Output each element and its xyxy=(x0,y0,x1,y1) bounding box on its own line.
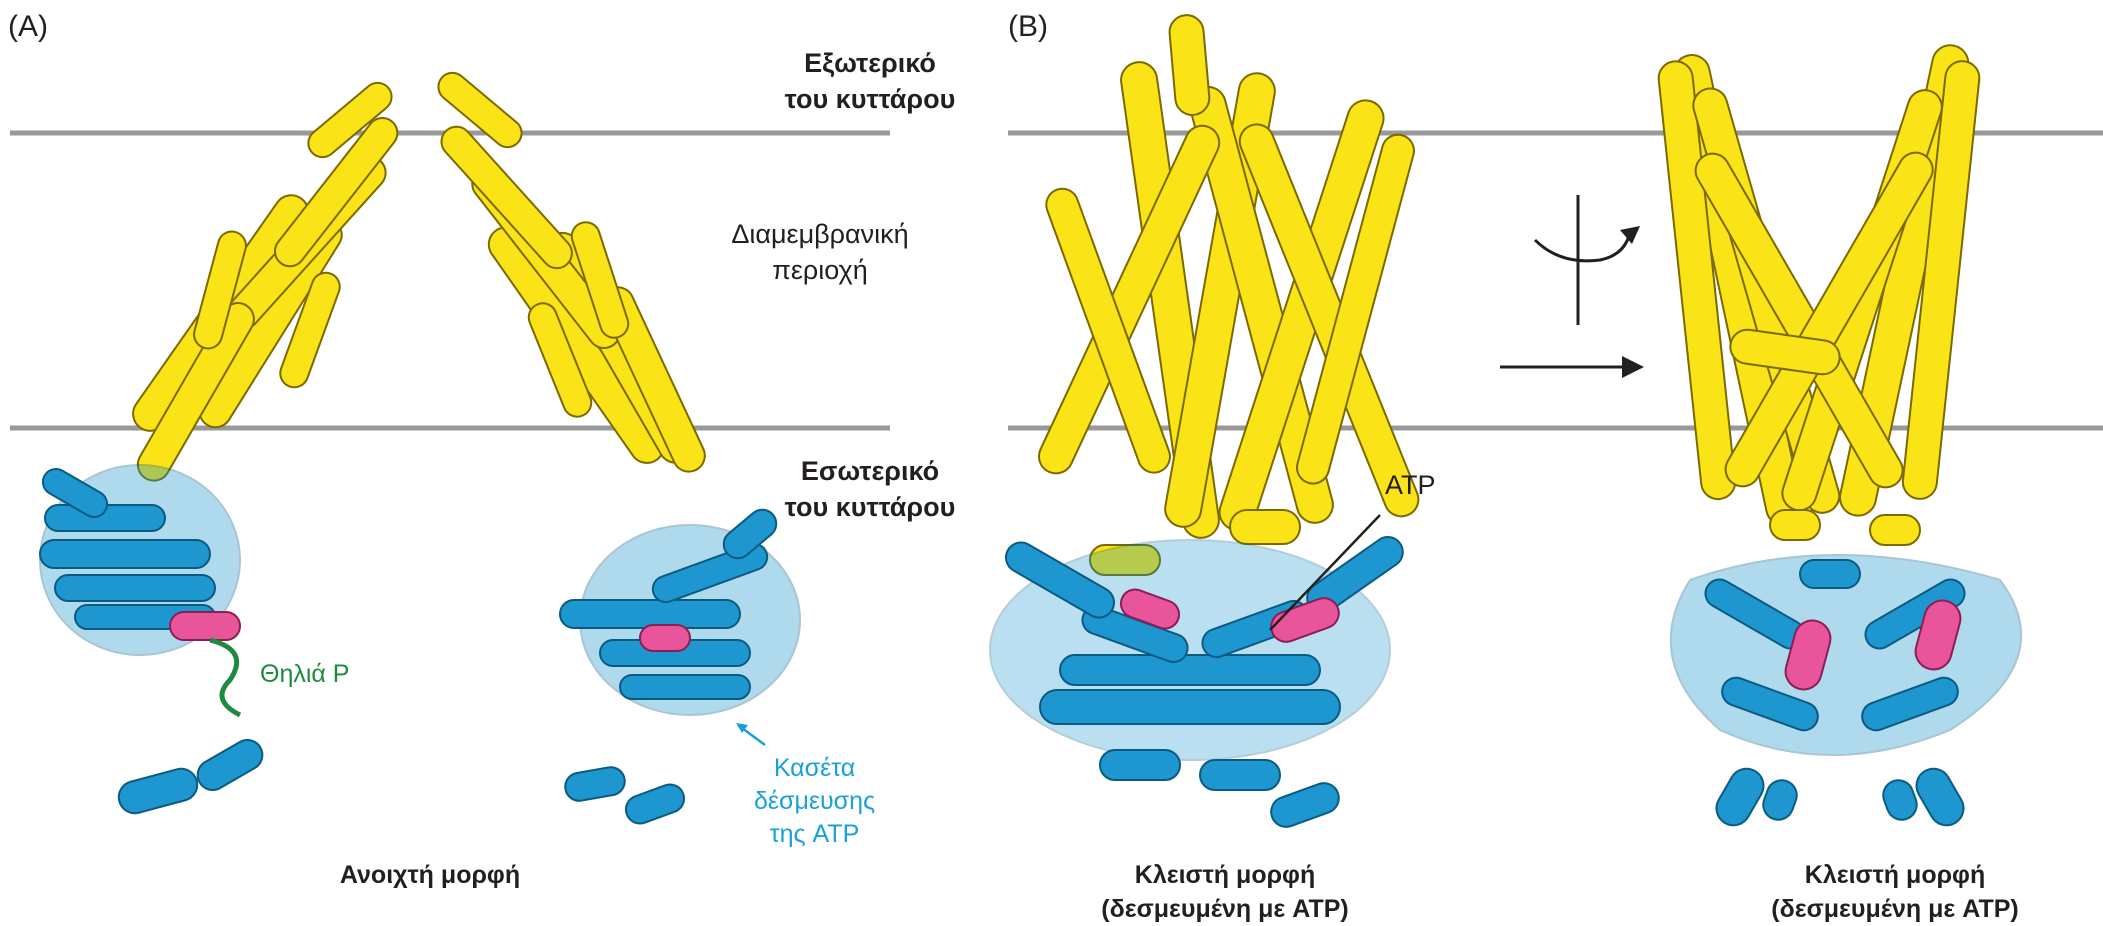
outside-cell-line-1: Εξωτερικό xyxy=(770,45,970,81)
outside-cell-line-2: του κυττάρου xyxy=(770,81,970,117)
panel-b-front-caption: Κλειστή μορφή (δεσμευμένη με ATP) xyxy=(1075,858,1375,926)
panel-b-rotated-tmd xyxy=(1657,42,1981,545)
panel-b-rotated-nbd xyxy=(1671,555,2021,831)
panel-b-tmd xyxy=(1033,14,1423,575)
panel-b-structure xyxy=(990,14,1424,831)
panel-b-rotated-caption: Κλειστή μορφή (δεσμευμένη με ATP) xyxy=(1745,858,2045,926)
panel-b-rotated-caption-line-1: Κλειστή μορφή xyxy=(1745,858,2045,892)
panel-b-label: (B) xyxy=(1008,10,1048,44)
outside-cell-label: Εξωτερικό του κυττάρου xyxy=(770,45,970,117)
panel-b-front-caption-line-1: Κλειστή μορφή xyxy=(1075,858,1375,892)
panel-a-left-tmd xyxy=(126,77,403,486)
panel-a-right-tmd xyxy=(433,67,710,477)
inside-cell-line-2: του κυττάρου xyxy=(770,489,970,525)
transmembrane-line-1: Διαμεμβρανική xyxy=(705,216,935,252)
cassette-line-2: δέσμευσης xyxy=(742,785,887,818)
panel-b-rotated-structure xyxy=(1657,42,2021,832)
rotation-symbol xyxy=(1535,195,1640,325)
panel-a-label: (A) xyxy=(8,10,48,44)
panel-a-left-nbd xyxy=(38,464,268,817)
inside-cell-label: Εσωτερικό του κυττάρου xyxy=(770,453,970,525)
panel-a-caption: Ανοιχτή μορφή xyxy=(300,858,560,892)
panel-b-nbd xyxy=(990,531,1409,831)
atp-binding-cassette-label: Κασέτα δέσμευσης της ATP xyxy=(742,752,887,851)
transmembrane-line-2: περιοχή xyxy=(705,252,935,288)
p-loop-label: Θηλιά P xyxy=(260,660,349,689)
atp-label: ATP xyxy=(1385,470,1436,501)
panel-a-structure xyxy=(38,67,800,827)
cassette-line-3: της ATP xyxy=(742,818,887,851)
cassette-line-1: Κασέτα xyxy=(742,752,887,785)
transition-arrow xyxy=(1500,356,1644,378)
transmembrane-region-label: Διαμεμβρανική περιοχή xyxy=(705,216,935,288)
panel-a-caption-line-1: Ανοιχτή μορφή xyxy=(300,858,560,892)
inside-cell-line-1: Εσωτερικό xyxy=(770,453,970,489)
